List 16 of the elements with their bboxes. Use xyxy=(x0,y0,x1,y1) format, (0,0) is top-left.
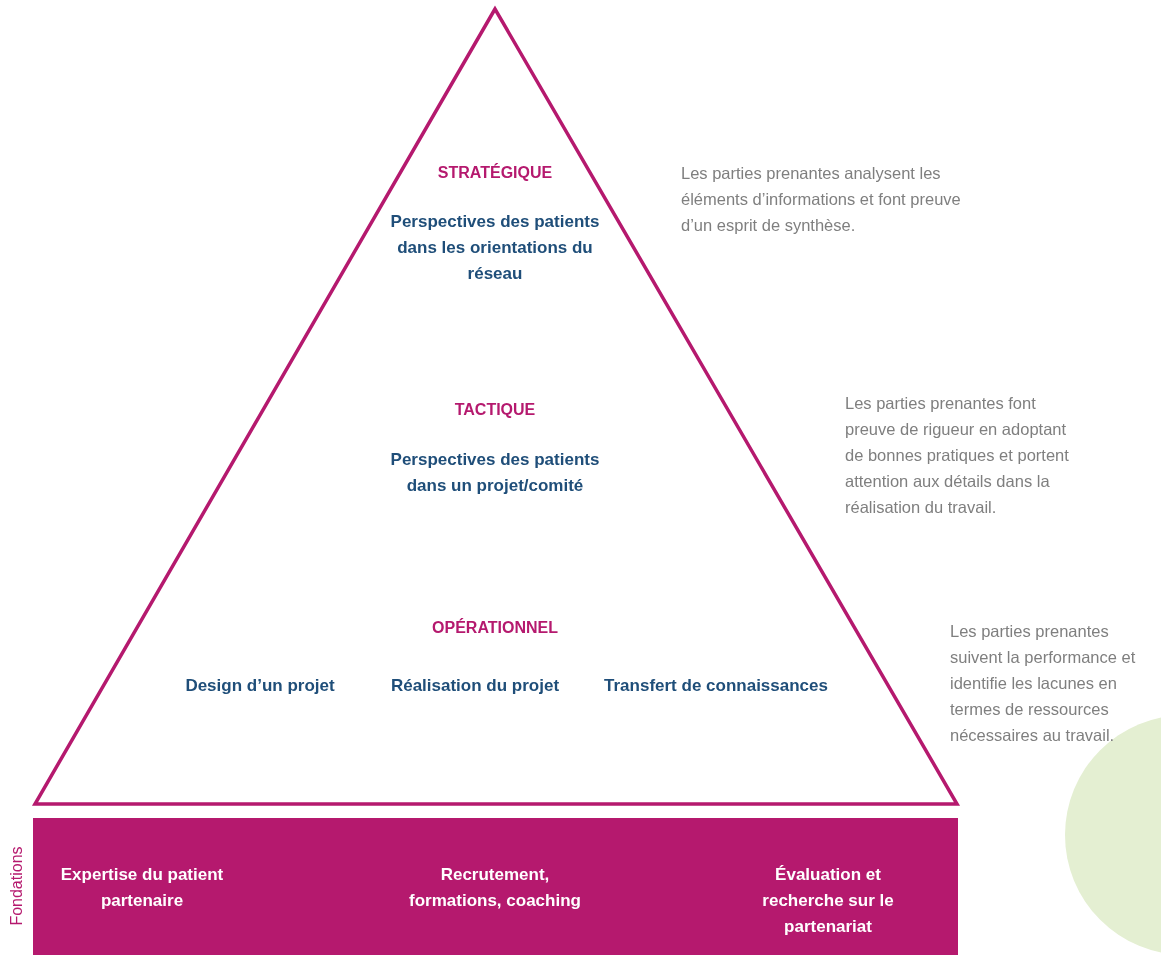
note-text: Les parties prenantes analysent les éléments d’informations et font preuve d’un esprit de synthèse. xyxy=(681,163,962,236)
foundation-item: Évaluation et recherche sur le partenariat xyxy=(761,864,895,938)
level-description: Perspectives des patients dans les orientations du réseau xyxy=(389,211,601,285)
note-text: Les parties prenantes font preuve de rigueur en adoptant de bonnes pratiques et portent attention aux détails dans la réalisation du travail. xyxy=(845,393,1070,518)
level-description: Transfert de connaissances xyxy=(603,675,829,697)
level-description: Design d’un projet xyxy=(184,675,336,697)
level-title: OPÉRATIONNEL xyxy=(431,617,559,638)
foundation-item: Recrutement, formations, coaching xyxy=(408,864,582,912)
side-label: Fondations xyxy=(7,845,26,928)
foundation-bar xyxy=(33,818,958,955)
level-title: TACTIQUE xyxy=(453,400,537,420)
foundation-item: Expertise du patient partenaire xyxy=(59,864,225,912)
level-description: Réalisation du projet xyxy=(389,675,561,697)
level-title: STRATÉGIQUE xyxy=(436,162,554,183)
note-text: Les parties prenantes suivent la performance et identifie les lacunes en termes de ressources nécessaires au travail. xyxy=(950,621,1137,746)
level-description: Perspectives des patients dans un projet/comité xyxy=(389,449,601,497)
